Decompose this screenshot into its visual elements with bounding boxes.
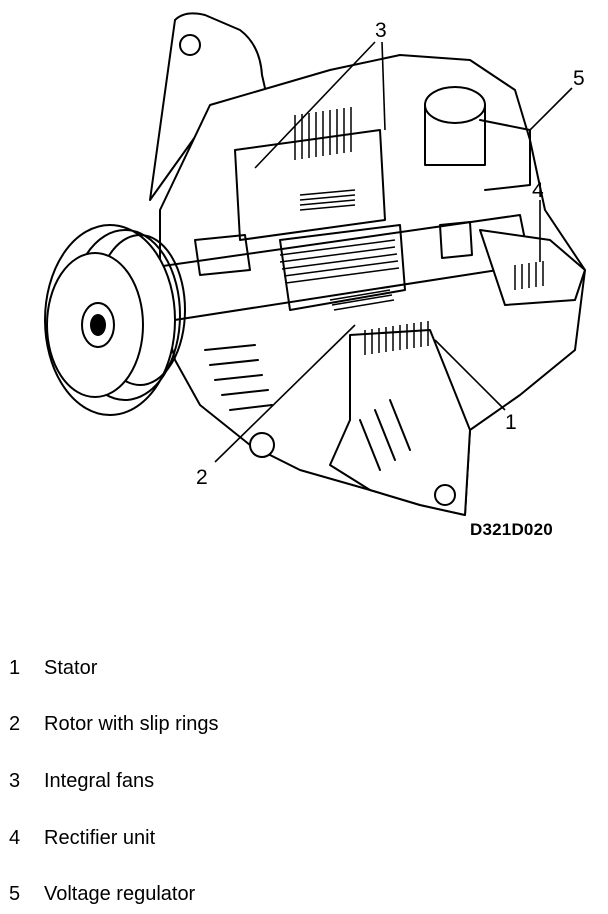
legend-item: 1 Stator xyxy=(0,657,608,687)
legend-label: Voltage regulator xyxy=(44,883,196,905)
leader-line-3b xyxy=(381,41,386,131)
inner-bearing-front xyxy=(194,234,251,276)
legend-label: Stator xyxy=(44,657,98,679)
legend-label: Rectifier unit xyxy=(44,827,156,849)
legend-item: 3 Integral fans xyxy=(0,770,608,800)
leader-line-5 xyxy=(529,87,573,131)
rotor-winding xyxy=(279,239,400,284)
callout-3: 3 xyxy=(375,19,387,42)
legend-label: Rotor with slip rings xyxy=(44,713,219,735)
regulator-body xyxy=(424,104,486,166)
leader-line-2 xyxy=(214,324,356,463)
legend-number: 1 xyxy=(9,657,21,679)
leader-line-3a xyxy=(254,41,376,169)
lug-hole-left xyxy=(249,432,275,458)
regulator-cap xyxy=(424,86,486,124)
stator-winding-mid xyxy=(299,189,356,211)
figure-code: D321D020 xyxy=(470,520,553,539)
legend-number: 5 xyxy=(9,883,21,905)
rectifier-diodes xyxy=(514,261,544,290)
callout-4: 4 xyxy=(532,179,544,202)
legend-number: 3 xyxy=(9,770,21,792)
stator-winding-bottom xyxy=(364,321,429,355)
cooling-fins xyxy=(204,344,273,411)
alternator-drawing xyxy=(44,12,586,516)
bracket-hole-top xyxy=(179,34,201,56)
legend-item: 4 Rectifier unit xyxy=(0,827,608,857)
lug-hole-bottom xyxy=(434,484,456,506)
alternator-cutaway-diagram: 3 5 4 1 2 D321D020 xyxy=(44,12,586,539)
inner-bearing-rear xyxy=(439,221,473,259)
callout-2: 2 xyxy=(196,466,208,489)
rotor-core xyxy=(279,224,406,311)
cooling-fins-lug xyxy=(359,399,411,471)
leader-line-1 xyxy=(434,339,506,411)
stator-winding-top xyxy=(294,107,352,160)
pulley-nut xyxy=(90,314,106,336)
regulator-housing xyxy=(479,119,531,191)
callout-1: 1 xyxy=(505,411,517,434)
pulley-hub xyxy=(81,302,115,348)
legend-item: 5 Voltage regulator xyxy=(0,883,608,913)
legend-item: 2 Rotor with slip rings xyxy=(0,713,608,743)
slip-ring-winding xyxy=(329,289,395,311)
legend-number: 2 xyxy=(9,713,21,735)
legend-label: Integral fans xyxy=(44,770,155,792)
legend-number: 4 xyxy=(9,827,21,849)
stator-frame xyxy=(234,129,386,241)
rectifier-housing xyxy=(479,229,586,306)
callout-5: 5 xyxy=(573,67,585,90)
